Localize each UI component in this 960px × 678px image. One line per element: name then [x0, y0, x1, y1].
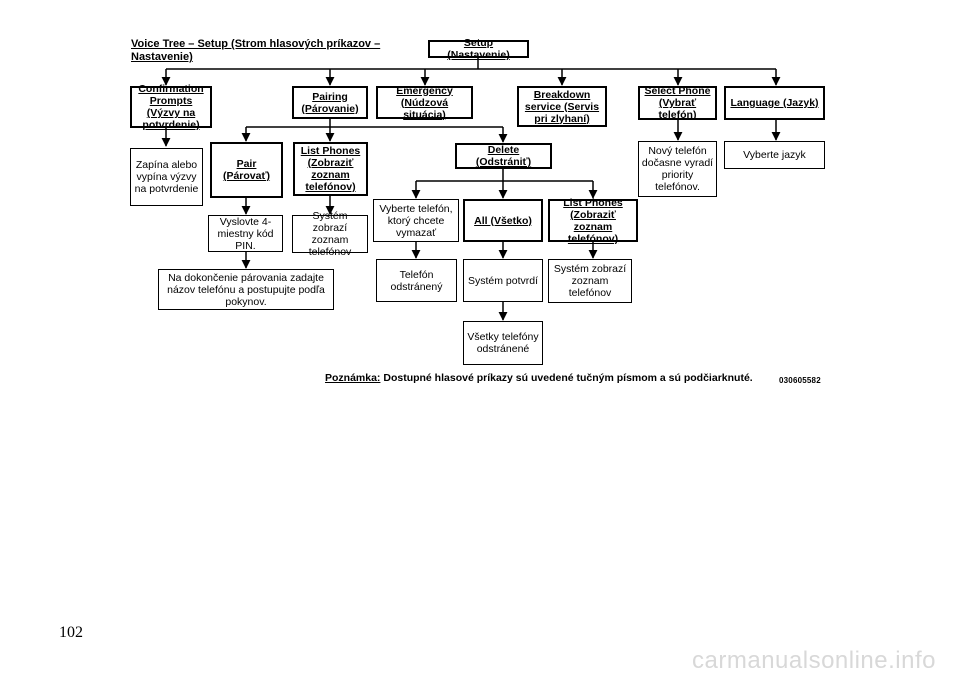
- emergency-node: Emergency (Núdzová situácia): [376, 84, 473, 121]
- language-label: Language (Jazyk): [730, 97, 819, 109]
- all-result-node: Všetky telefóny odstránené: [463, 321, 543, 365]
- confirmation-label: Confirmation Prompts (Výzvy na potvrdeni…: [138, 83, 204, 131]
- pair-final-node: Na dokončenie párovania zadajte názov te…: [158, 269, 334, 310]
- language-desc-node: Vyberte jazyk: [724, 141, 825, 169]
- delete-label: Delete (Odstrániť): [475, 144, 532, 168]
- delete-list-desc: Systém zobrazí zoznam telefónov: [553, 263, 627, 299]
- page-number: 102: [59, 624, 83, 641]
- breakdown-node: Breakdown service (Servis pri zlyhaní): [517, 86, 607, 127]
- select-phone-node: Select Phone (Vybrať telefón): [638, 85, 717, 121]
- setup-node: Setup (Nastavenie): [428, 37, 529, 61]
- all-confirm: Systém potvrdí: [467, 274, 539, 287]
- title-line-1: Voice Tree – Setup (Strom hlasových prík…: [131, 38, 381, 50]
- breakdown-label: Breakdown service (Servis pri zlyhaní): [524, 88, 600, 125]
- delete-list-node: List Phones (Zobraziť zoznam telefónov): [548, 196, 638, 245]
- delete-select-result-node: Telefón odstránený: [376, 259, 457, 302]
- all-result: Všetky telefóny odstránené: [467, 331, 539, 355]
- select-phone-label: Select Phone (Vybrať telefón): [644, 85, 711, 121]
- emergency-label: Emergency (Núdzová situácia): [396, 84, 453, 121]
- delete-list-desc-node: Systém zobrazí zoznam telefónov: [548, 259, 632, 303]
- delete-select: Vyberte telefón, ktorý chcete vymazať: [379, 202, 453, 239]
- delete-node: Delete (Odstrániť): [455, 143, 552, 169]
- delete-select-node: Vyberte telefón, ktorý chcete vymazať: [373, 199, 459, 242]
- pair-final: Na dokončenie párovania zadajte názov te…: [167, 271, 325, 308]
- footnote-text: Dostupné hlasové príkazy sú uvedené tučn…: [380, 372, 753, 384]
- language-node: Language (Jazyk): [724, 86, 825, 120]
- all-label: All (Všetko): [474, 214, 532, 227]
- delete-select-result: Telefón odstránený: [390, 268, 443, 293]
- watermark: carmanualsonline.info: [692, 647, 936, 674]
- footnote: Poznámka: Dostupné hlasové príkazy sú uv…: [325, 372, 753, 384]
- pair-desc: Vyslovte 4-miestny kód PIN.: [217, 215, 274, 252]
- select-phone-desc: Nový telefón dočasne vyradí priority tel…: [641, 145, 714, 193]
- diagram-title: Voice Tree – Setup (Strom hlasových prík…: [131, 38, 380, 64]
- footnote-label: Poznámka:: [325, 372, 381, 384]
- pairing-label: Pairing (Párovanie): [301, 90, 359, 115]
- pairing-node: Pairing (Párovanie): [292, 86, 368, 119]
- all-confirm-node: Systém potvrdí: [463, 259, 543, 302]
- select-phone-desc-node: Nový telefón dočasne vyradí priority tel…: [638, 141, 717, 197]
- list-phones-desc-node: Systém zobrazí zoznam telefónov: [292, 210, 368, 258]
- pair-desc-node: Vyslovte 4-miestny kód PIN.: [208, 215, 283, 252]
- list-phones-label: List Phones (Zobraziť zoznam telefónov): [300, 145, 361, 193]
- setup-label: Setup (Nastavenie): [447, 37, 510, 61]
- pair-node: Pair (Párovať): [210, 142, 283, 198]
- all-node: All (Všetko): [463, 199, 543, 242]
- confirmation-desc: Zapína alebo vypína výzvy na potvrdenie: [134, 159, 199, 195]
- title-line-2: Nastavenie): [131, 51, 193, 63]
- list-phones-desc: Systém zobrazí zoznam telefónov: [308, 210, 352, 258]
- delete-list-label: List Phones (Zobraziť zoznam telefónov): [563, 196, 623, 245]
- list-phones-node: List Phones (Zobraziť zoznam telefónov): [293, 142, 368, 196]
- language-desc: Vyberte jazyk: [743, 149, 806, 161]
- pair-label: Pair (Párovať): [222, 158, 271, 182]
- confirmation-desc-node: Zapína alebo vypína výzvy na potvrdenie: [130, 148, 203, 206]
- confirmation-node: Confirmation Prompts (Výzvy na potvrdeni…: [130, 83, 212, 131]
- figure-code: 030605582: [779, 376, 821, 385]
